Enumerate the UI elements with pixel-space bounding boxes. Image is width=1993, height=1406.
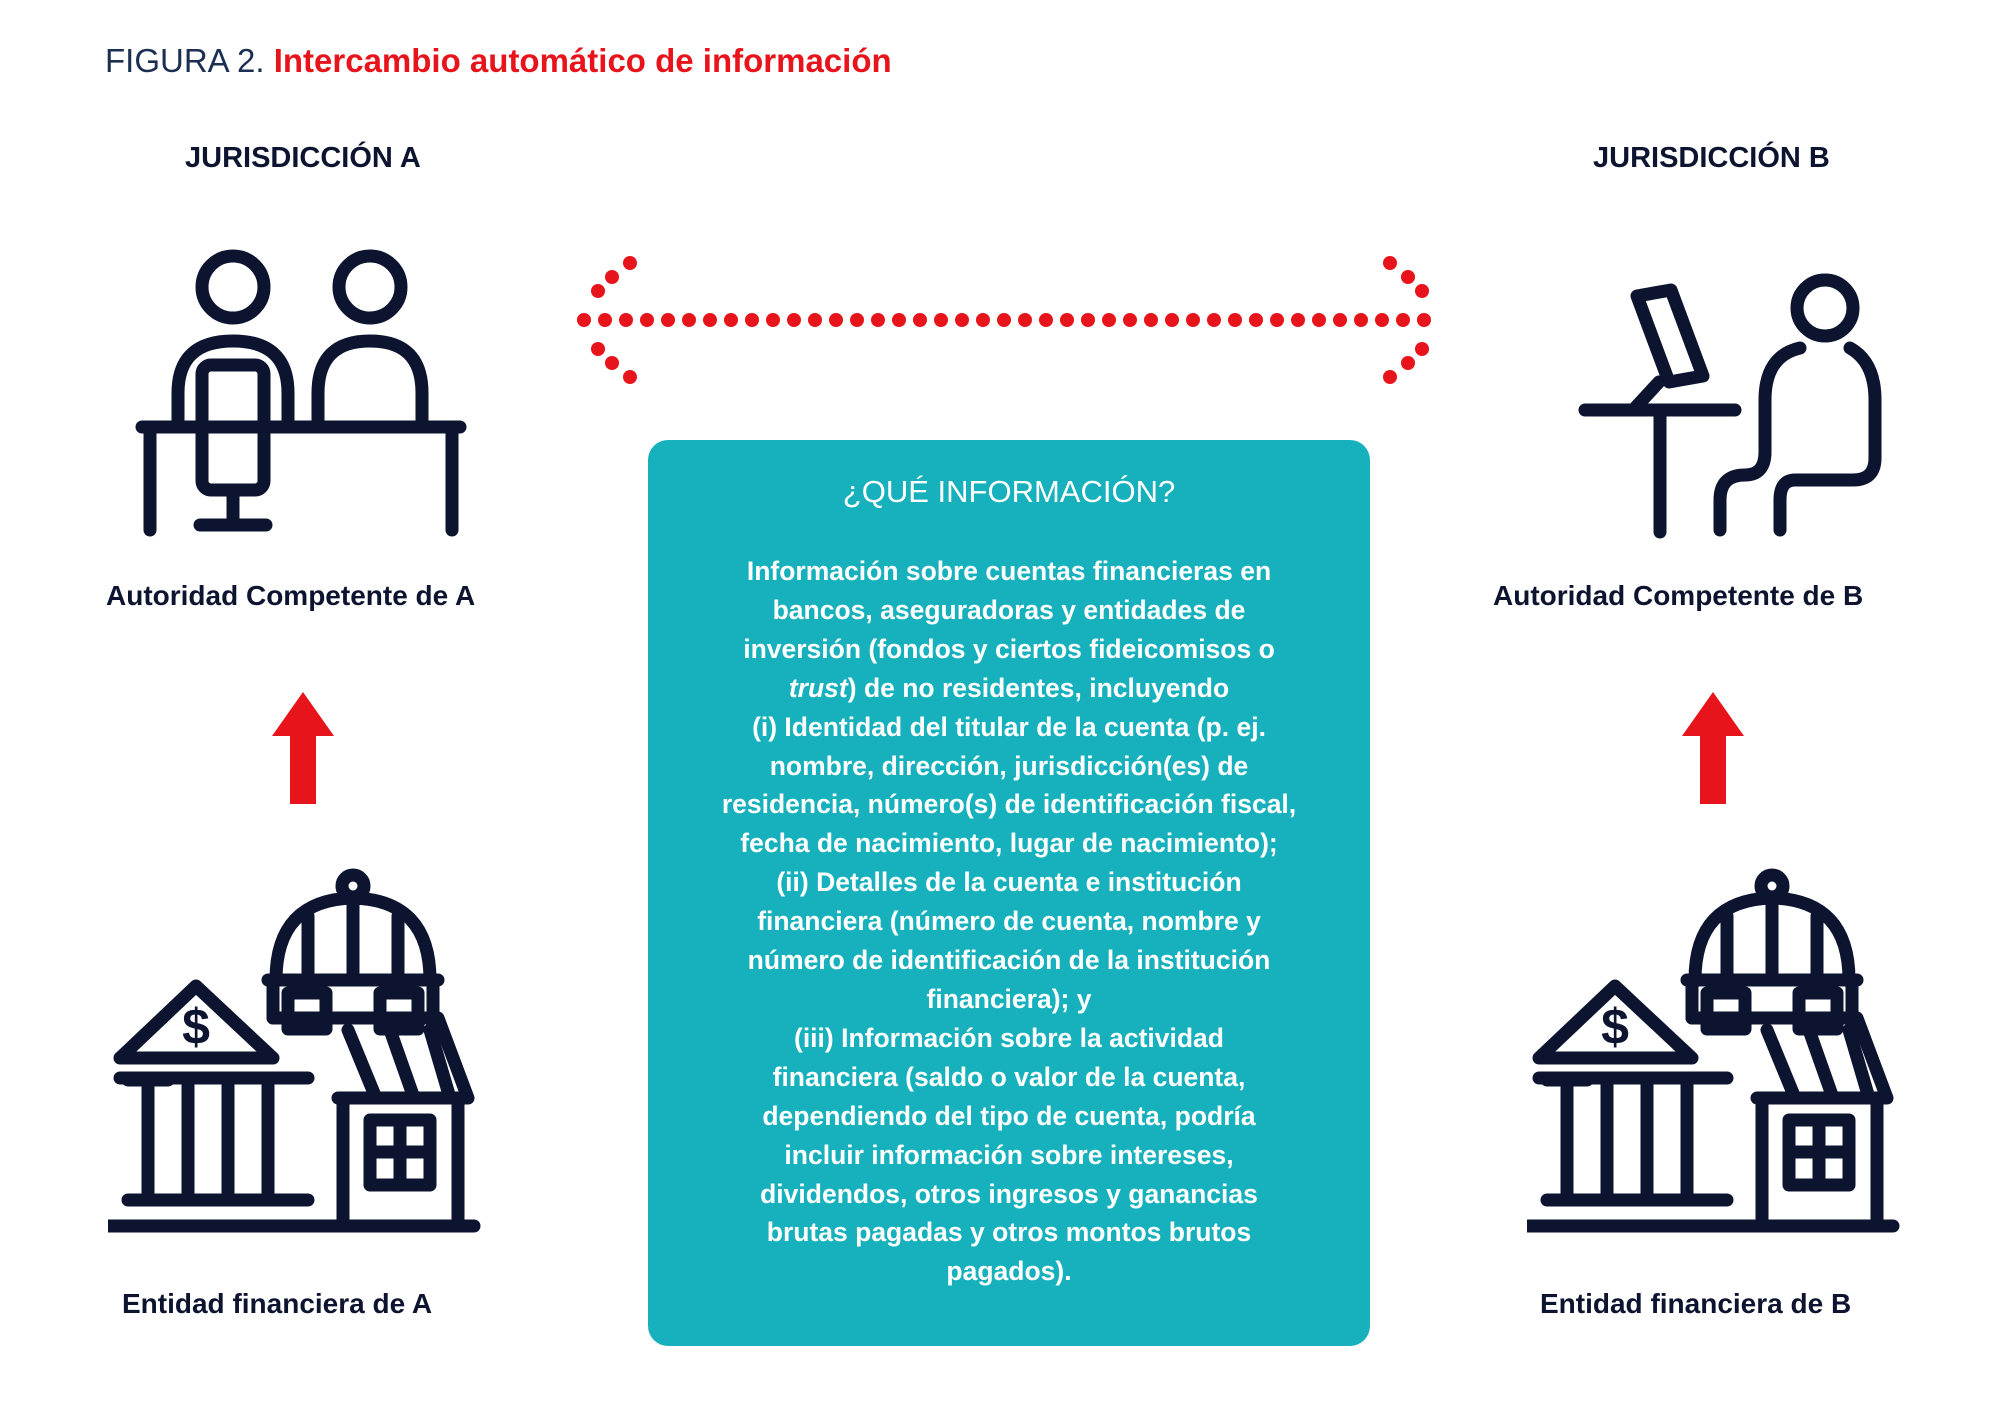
person-at-computer-icon: [1578, 273, 1882, 539]
arrow-dot: [1102, 313, 1116, 327]
info-line: dividendos, otros ingresos y ganancias: [760, 1178, 1258, 1209]
arrow-dot: [682, 313, 696, 327]
arrow-dot: [1354, 313, 1368, 327]
info-line: financiera); y: [926, 983, 1092, 1014]
arrow-dot: [1018, 313, 1032, 327]
arrow-dot: [997, 313, 1011, 327]
arrow-dot: [850, 313, 864, 327]
info-line: dependiendo del tipo de cuenta, podría: [762, 1100, 1256, 1131]
info-line: financiera (número de cuenta, nombre y: [757, 906, 1261, 937]
info-line: número de identificación de la instituci…: [747, 945, 1271, 976]
jurisdiction-a-heading: JURISDICCIÓN A: [185, 142, 421, 174]
arrow-dot: [605, 270, 619, 284]
arrow-dot: [1291, 313, 1305, 327]
arrow-dot: [661, 313, 675, 327]
arrow-dot: [913, 313, 927, 327]
arrow-dot: [934, 313, 948, 327]
arrow-dot: [808, 313, 822, 327]
info-line: residencia, número(s) de identificación …: [721, 789, 1297, 820]
info-line: (i) Identidad del titular de la cuenta (…: [752, 711, 1266, 742]
arrow-dot: [1415, 284, 1429, 298]
bank-building-icon-b: $: [1527, 868, 1900, 1233]
arrow-dot: [1415, 342, 1429, 356]
arrow-dot: [1123, 313, 1137, 327]
arrow-dot: [1228, 313, 1242, 327]
arrow-dot: [1333, 313, 1347, 327]
info-italic-word: trust: [788, 672, 848, 703]
arrow-dot: [1396, 313, 1410, 327]
info-line: (ii) Detalles de la cuenta e institución: [776, 867, 1242, 898]
double-headed-dotted-arrow-icon: [577, 256, 1431, 384]
info-line: Información sobre cuentas financieras en: [746, 556, 1272, 586]
info-line: fecha de nacimiento, lugar de nacimiento…: [740, 828, 1278, 859]
arrow-dot: [724, 313, 738, 327]
arrow-dot: [955, 313, 969, 327]
arrow-dot: [1375, 313, 1389, 327]
arrow-dot: [1383, 370, 1397, 384]
info-line-rest: de no residentes, incluyendo: [863, 672, 1230, 703]
arrow-dot: [1417, 313, 1431, 327]
info-italic-suffix: ): [847, 672, 857, 703]
info-line: nombre, dirección, jurisdicción(es) de: [769, 750, 1249, 781]
info-line: trust) de no residentes, incluyendo: [684, 669, 1334, 708]
info-line: financiera (saldo o valor de la cuenta,: [772, 1061, 1246, 1092]
arrow-dot: [591, 284, 605, 298]
arrow-dot: [598, 313, 612, 327]
arrow-dot: [1039, 313, 1053, 327]
bank-building-icon-a: $: [108, 868, 481, 1233]
entity-a-caption: Entidad financiera de A: [122, 1288, 433, 1319]
info-line: brutas pagadas y otros montos brutos: [766, 1217, 1252, 1248]
info-line: inversión (fondos y ciertos fideicomisos…: [743, 633, 1275, 664]
arrow-dot: [1401, 356, 1415, 370]
info-line: bancos, aseguradoras y entidades de: [772, 594, 1246, 625]
info-box: ¿QUÉ INFORMACIÓN? Información sobre cuen…: [648, 440, 1370, 1346]
arrow-dot: [829, 313, 843, 327]
arrow-dot: [1270, 313, 1284, 327]
arrow-dot: [623, 370, 637, 384]
arrow-dot: [787, 313, 801, 327]
info-line: pagados).: [946, 1256, 1072, 1287]
arrow-dot: [1165, 313, 1179, 327]
arrow-dot: [1081, 313, 1095, 327]
arrow-dot: [619, 313, 633, 327]
info-box-title: ¿QUÉ INFORMACIÓN?: [842, 474, 1176, 509]
arrow-dot: [871, 313, 885, 327]
arrow-dot: [1401, 270, 1415, 284]
arrow-dot: [892, 313, 906, 327]
arrow-dot: [577, 313, 591, 327]
figure-number: FIGURA 2.: [105, 42, 265, 79]
arrow-dot: [1144, 313, 1158, 327]
up-arrow-icon-b: [1682, 692, 1744, 804]
arrow-dot: [976, 313, 990, 327]
info-box-text: Información sobre cuentas financieras en…: [684, 552, 1334, 1291]
arrow-dot: [766, 313, 780, 327]
arrow-dot: [623, 256, 637, 270]
svg-text:$: $: [182, 999, 210, 1055]
authority-a-caption: Autoridad Competente de A: [106, 580, 476, 611]
arrow-dot: [605, 356, 619, 370]
figure-heading: Intercambio automático de información: [273, 42, 892, 79]
up-arrow-icon-a: [272, 692, 334, 804]
jurisdiction-b-heading: JURISDICCIÓN B: [1593, 142, 1830, 174]
arrow-dot: [1312, 313, 1326, 327]
arrow-dot: [745, 313, 759, 327]
info-line: incluir información sobre intereses,: [784, 1139, 1234, 1170]
figure-title: FIGURA 2. Intercambio automático de info…: [105, 42, 892, 80]
arrow-dot: [703, 313, 717, 327]
entity-b-caption: Entidad financiera de B: [1540, 1288, 1852, 1319]
svg-text:$: $: [1601, 999, 1629, 1055]
arrow-dot: [1186, 313, 1200, 327]
arrow-dot: [1060, 313, 1074, 327]
authority-b-caption: Autoridad Competente de B: [1493, 580, 1864, 611]
arrow-dot: [1207, 313, 1221, 327]
two-officers-at-desk-icon: [135, 249, 467, 537]
arrow-dot: [640, 313, 654, 327]
arrow-dot: [591, 342, 605, 356]
info-line: (iii) Información sobre la actividad: [794, 1022, 1224, 1053]
arrow-dot: [1383, 256, 1397, 270]
arrow-dot: [1249, 313, 1263, 327]
